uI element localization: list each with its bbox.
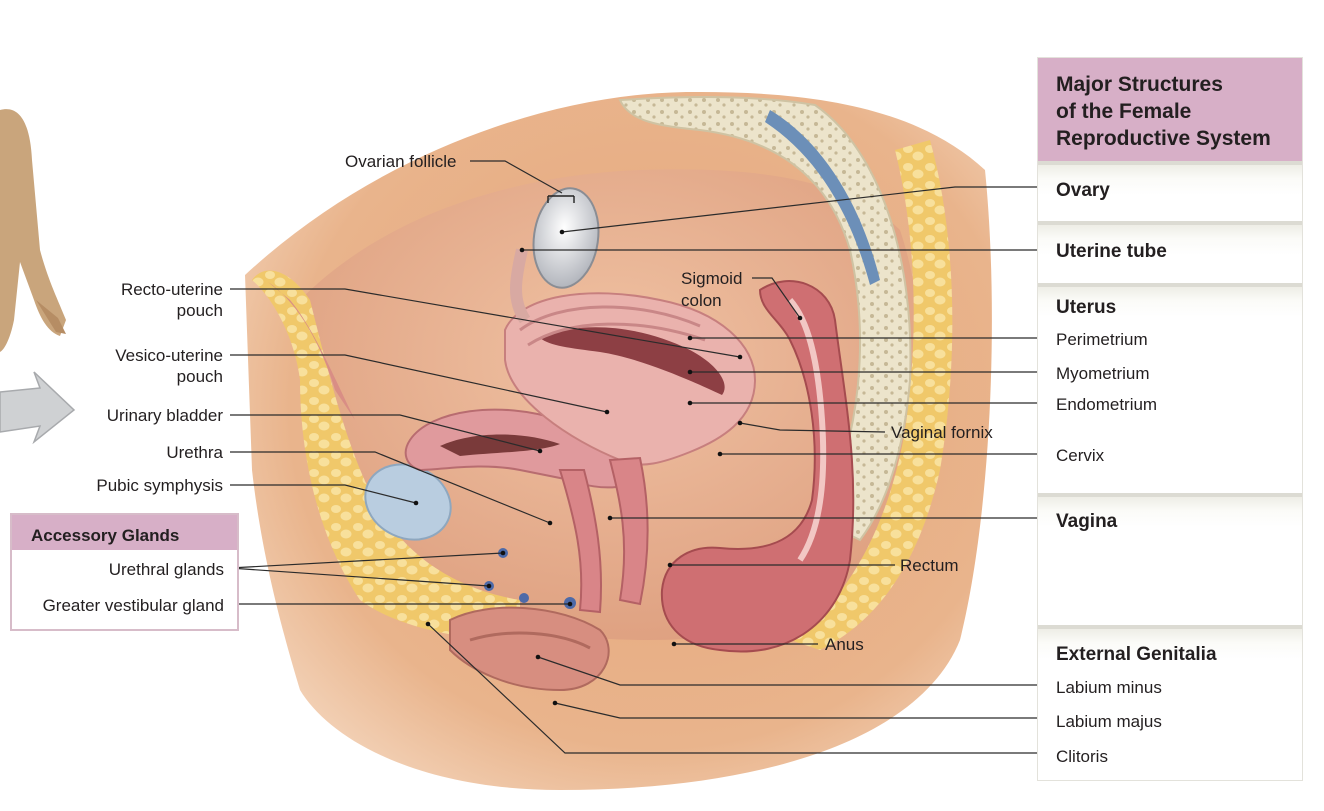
- body-silhouette-icon: [0, 109, 66, 352]
- label-uterine-tube: Uterine tube: [1056, 241, 1167, 262]
- pelvic-section: [245, 91, 992, 790]
- leader-dots: [413, 229, 803, 706]
- label-cervix: Cervix: [1056, 446, 1105, 465]
- label-urinary-bladder: Urinary bladder: [107, 406, 224, 425]
- label-vesico-uterine-pouch-2: pouch: [177, 367, 223, 386]
- label-clitoris: Clitoris: [1056, 747, 1108, 766]
- label-urethra: Urethra: [166, 443, 223, 462]
- label-myometrium: Myometrium: [1056, 364, 1150, 383]
- accessory-glands-header: Accessory Glands: [12, 515, 237, 550]
- panel-heading-line-1: Major Structures: [1056, 73, 1223, 96]
- section-uterus: Uterus Perimetrium Myometrium Endometriu…: [1037, 283, 1303, 493]
- label-endometrium: Endometrium: [1056, 395, 1158, 414]
- label-labium-minus: Labium minus: [1056, 678, 1162, 697]
- label-vesico-uterine-pouch-1: Vesico-uterine: [115, 346, 223, 365]
- label-vagina: Vagina: [1056, 511, 1118, 532]
- panel-heading: Major Structures of the Female Reproduct…: [1037, 57, 1303, 161]
- leader-lines: [229, 160, 1048, 754]
- major-structures-panel: Major Structures of the Female Reproduct…: [1037, 57, 1303, 781]
- label-labium-majus: Labium majus: [1056, 712, 1162, 731]
- label-rectum: Rectum: [900, 556, 959, 575]
- label-perimetrium: Perimetrium: [1056, 330, 1148, 349]
- label-ovary: Ovary: [1056, 180, 1110, 201]
- label-external-genitalia: External Genitalia: [1056, 644, 1217, 665]
- pointer-arrow-icon: [0, 371, 76, 445]
- label-sigmoid-colon-1: Sigmoid: [681, 269, 742, 288]
- accessory-glands-box: Accessory Glands Urethral glands Greater…: [10, 513, 239, 631]
- section-vagina: Vagina: [1037, 493, 1303, 625]
- panel-heading-line-3: Reproductive System: [1056, 127, 1271, 150]
- section-external-genitalia: External Genitalia Labium minus Labium m…: [1037, 625, 1303, 781]
- label-urethral-glands: Urethral glands: [108, 560, 224, 579]
- label-anus: Anus: [825, 635, 864, 654]
- label-uterus: Uterus: [1056, 297, 1117, 318]
- label-recto-uterine-pouch-2: pouch: [177, 301, 223, 320]
- accessory-glands-title: Accessory Glands: [31, 526, 180, 545]
- panel-heading-line-2: of the Female: [1056, 100, 1192, 123]
- label-pubic-symphysis: Pubic symphysis: [96, 476, 223, 495]
- label-recto-uterine-pouch-1: Recto-uterine: [121, 280, 223, 299]
- label-vaginal-fornix: Vaginal fornix: [891, 423, 993, 442]
- section-ovary: Ovary: [1037, 161, 1303, 221]
- label-ovarian-follicle: Ovarian follicle: [345, 152, 457, 171]
- label-greater-vestibular-gland: Greater vestibular gland: [42, 596, 224, 615]
- label-sigmoid-colon-2: colon: [681, 291, 722, 310]
- section-uterine-tube: Uterine tube: [1037, 221, 1303, 283]
